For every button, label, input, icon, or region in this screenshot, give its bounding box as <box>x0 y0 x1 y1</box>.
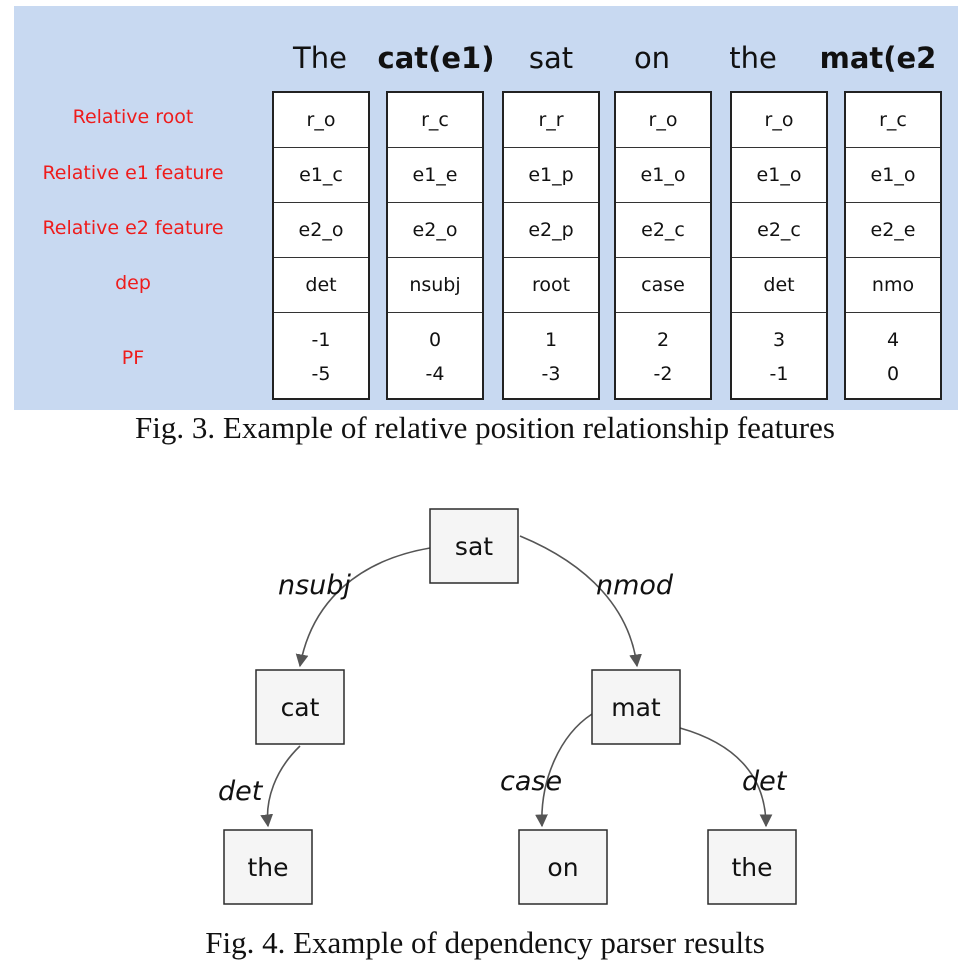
feature-column: r_o e1_o e2_c case 2 -2 <box>614 91 712 400</box>
word-the-2: the <box>729 41 777 75</box>
pf-e1: 0 <box>428 329 442 351</box>
word-mat-e2: mat(e2 <box>819 41 937 75</box>
row-label-relative-e2: Relative e2 feature <box>42 217 224 239</box>
node-cat: cat <box>255 669 345 745</box>
cell-dep: nmo <box>846 258 940 313</box>
cell-e1: e1_e <box>388 148 482 203</box>
node-the-left: the <box>223 829 313 905</box>
pf-e2: -5 <box>311 363 331 385</box>
cell-pf: 1 -3 <box>504 313 598 401</box>
pf-e1: 2 <box>656 329 670 351</box>
edge-label-det-left: det <box>218 776 264 807</box>
cell-root: r_o <box>732 93 826 148</box>
node-sat: sat <box>429 508 519 584</box>
edge-label-det-right: det <box>742 766 788 797</box>
cell-dep: case <box>616 258 710 313</box>
cell-e1: e1_o <box>846 148 940 203</box>
cell-root: r_c <box>388 93 482 148</box>
feature-column: r_o e1_c e2_o det -1 -5 <box>272 91 370 400</box>
node-label-on: on <box>547 853 578 882</box>
edge-det-right: det <box>679 727 788 828</box>
pf-e2: 0 <box>886 363 900 385</box>
edge-label-nsubj: nsubj <box>278 570 351 601</box>
row-label-relative-e1: Relative e1 feature <box>42 162 224 184</box>
word-cat-e1: cat(e1) <box>377 41 495 75</box>
row-label-relative-root: Relative root <box>72 106 194 128</box>
node-the-right: the <box>707 829 797 905</box>
pf-e2: -4 <box>425 363 445 385</box>
pf-e2: -1 <box>769 363 789 385</box>
cell-pf: 3 -1 <box>732 313 826 401</box>
edge-label-case: case <box>500 766 562 797</box>
cell-pf: 2 -2 <box>616 313 710 401</box>
cell-e1: e1_o <box>732 148 826 203</box>
cell-e2: e2_c <box>732 203 826 258</box>
cell-e2: e2_c <box>616 203 710 258</box>
pf-e1: 1 <box>544 329 558 351</box>
node-mat: mat <box>591 669 681 745</box>
feature-column: r_c e1_o e2_e nmo 4 0 <box>844 91 942 400</box>
cell-e1: e1_c <box>274 148 368 203</box>
pf-e1: -1 <box>311 329 331 351</box>
cell-dep: nsubj <box>388 258 482 313</box>
cell-e1: e1_o <box>616 148 710 203</box>
cell-root: r_r <box>504 93 598 148</box>
word-on: on <box>633 41 671 75</box>
cell-e2: e2_p <box>504 203 598 258</box>
pf-e1: 4 <box>886 329 900 351</box>
cell-e1: e1_p <box>504 148 598 203</box>
cell-dep: root <box>504 258 598 313</box>
cell-dep: det <box>732 258 826 313</box>
edge-case: case <box>500 713 593 828</box>
cell-e2: e2_o <box>274 203 368 258</box>
node-label-the-left: the <box>247 853 288 882</box>
feature-column: r_c e1_e e2_o nsubj 0 -4 <box>386 91 484 400</box>
cell-e2: e2_e <box>846 203 940 258</box>
node-on: on <box>518 829 608 905</box>
node-label-cat: cat <box>281 693 320 722</box>
pf-e2: -3 <box>541 363 561 385</box>
cell-pf: -1 -5 <box>274 313 368 401</box>
row-label-pf: PF <box>121 347 145 369</box>
cell-e2: e2_o <box>388 203 482 258</box>
word-sat: sat <box>528 41 574 75</box>
edge-nmod: nmod <box>519 535 674 668</box>
cell-pf: 0 -4 <box>388 313 482 401</box>
fig3-caption: Fig. 3. Example of relative position rel… <box>135 410 835 445</box>
fig4-caption: Fig. 4. Example of dependency parser res… <box>205 925 765 960</box>
node-label-the-right: the <box>731 853 772 882</box>
node-label-mat: mat <box>611 693 661 722</box>
cell-pf: 4 0 <box>846 313 940 401</box>
cell-dep: det <box>274 258 368 313</box>
word-the: The <box>293 41 347 75</box>
feature-column: r_r e1_p e2_p root 1 -3 <box>502 91 600 400</box>
edge-label-nmod: nmod <box>596 570 674 601</box>
pf-e2: -2 <box>653 363 673 385</box>
edge-nsubj: nsubj <box>278 547 431 668</box>
cell-root: r_c <box>846 93 940 148</box>
node-label-sat: sat <box>455 532 493 561</box>
feature-column: r_o e1_o e2_c det 3 -1 <box>730 91 828 400</box>
row-label-dep: dep <box>115 272 151 294</box>
cell-root: r_o <box>616 93 710 148</box>
edge-det-left: det <box>218 745 301 828</box>
pf-e1: 3 <box>772 329 786 351</box>
cell-root: r_o <box>274 93 368 148</box>
